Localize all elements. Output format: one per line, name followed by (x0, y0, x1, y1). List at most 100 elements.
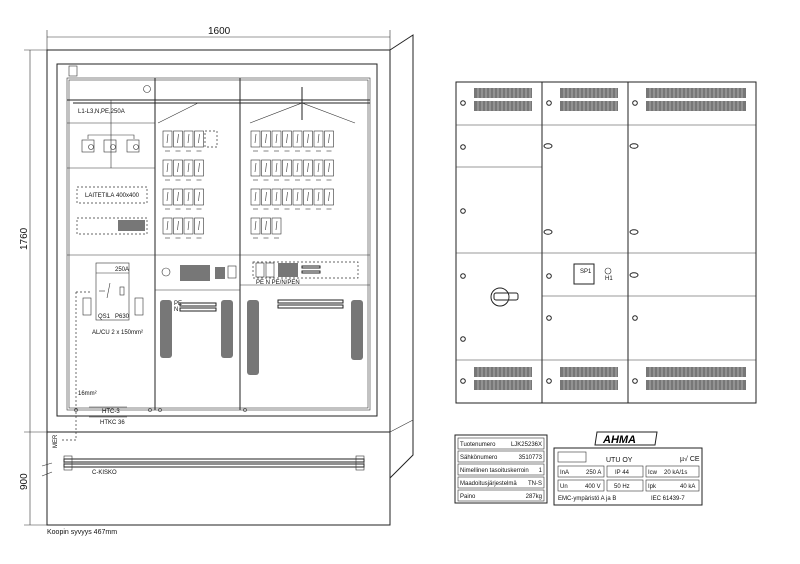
cabinet-door-view: SP1 H1 (455, 81, 757, 404)
mcb-breaker (261, 130, 271, 148)
spec-key: Nimellinen tasoituskerroin (460, 468, 529, 474)
spec-row: Tuotenumero LJK25236X (457, 437, 545, 450)
htc-label: HTC-3 (102, 409, 120, 415)
mcb-breaker (194, 159, 204, 177)
cabinet-front-view: L1-L3,N,PE,250A LAITETILA 400x400 250A Q… (41, 34, 414, 526)
lock-screw-icon (632, 315, 638, 321)
busbar-label: L1-L3,N,PE,250A (78, 109, 125, 115)
mcb-breaker (303, 130, 313, 148)
mcb-breaker (173, 130, 183, 148)
spec-row: Paino 287kg (457, 489, 545, 502)
mcb-breaker (173, 188, 183, 206)
vent-grill (560, 380, 618, 390)
spec-key: Paino (460, 494, 476, 500)
mcb-breaker (282, 188, 292, 206)
mcb-breaker (324, 130, 334, 148)
terminal-strip (180, 265, 210, 281)
meter-display (573, 263, 595, 285)
lock-screw-icon (546, 273, 552, 279)
cable-label: AL/CU 2 x 150mm² (92, 330, 143, 336)
vent-grill (646, 101, 746, 111)
spec-value: 287kg (526, 494, 542, 500)
ipk-key: Ipk (648, 484, 657, 490)
door-hinge-lock-icon (543, 143, 553, 149)
mcb-breaker (162, 130, 173, 148)
un-key: Un (560, 484, 568, 490)
un-value: 400 V (585, 484, 601, 490)
mcb-breaker (292, 188, 303, 206)
screw-icon (143, 85, 151, 93)
spec-table: Tuotenumero LJK25236X Sähkönumero 3510773Ni… (454, 434, 548, 504)
lock-screw-icon (460, 100, 466, 106)
lock-screw-icon (460, 144, 466, 150)
mcb-breaker (313, 188, 324, 206)
nameplate: AHMA UTU OY µ√ CE InA 250 A IP 44 Icw 20… (553, 431, 703, 506)
spec-key: Tuotenumero (460, 442, 496, 448)
rail-label-n: N (174, 307, 178, 313)
brand-logo: AHMA (602, 434, 636, 446)
mcb-breaker (250, 130, 261, 148)
n-terminal-rail (160, 300, 172, 358)
spec-value: 3510773 (519, 455, 543, 461)
standard: IEC 61439-7 (651, 496, 685, 502)
icw-value: 20 kA/1s (664, 470, 687, 476)
mcb-breaker (292, 159, 303, 177)
device-space-label: LAITETILA (85, 193, 114, 199)
ventilation-grills (474, 88, 746, 390)
mcb-breaker (261, 159, 271, 177)
dimension-width-label: 1600 (208, 26, 231, 37)
main-switch-handle-icon[interactable] (490, 287, 519, 307)
mcb-breaker (162, 188, 173, 206)
lock-screw-icon (460, 273, 466, 279)
vent-grill (646, 88, 746, 98)
lock-screw-icon (546, 315, 552, 321)
vent-grill (646, 367, 746, 377)
mcb-breaker (324, 159, 334, 177)
mcb-breaker (271, 159, 282, 177)
lock-screw-icon (632, 378, 638, 384)
main-switch (95, 262, 130, 321)
ip-rating: IP 44 (615, 470, 630, 476)
spec-key: Sähkönumero (460, 455, 498, 461)
mcb-breaker (194, 188, 204, 206)
door-hinge-lock-icon (629, 229, 639, 235)
mcb-breaker (173, 159, 183, 177)
mcb-breaker (194, 130, 204, 148)
vent-grill (474, 88, 532, 98)
door-hinge-lock-icon (629, 272, 639, 278)
mcb-breaker (183, 159, 194, 177)
mcb-breaker (324, 188, 334, 206)
spec-value: LJK25236X (511, 442, 542, 448)
switch-label-qs1: QS1 (98, 314, 111, 320)
switch-label-p630: P630 (115, 314, 130, 320)
vent-grill (646, 380, 746, 390)
meter-label: SP1 (580, 269, 592, 275)
icw-key: Icw (648, 470, 658, 476)
main-switch-rating: 250A (115, 267, 129, 273)
spec-row: Sähkönumero 3510773 (457, 450, 545, 463)
c-rail-label: C-KISKO (92, 470, 117, 476)
lock-screw-icon (460, 336, 466, 342)
fuse-bases (81, 134, 140, 153)
depth-note: Koopin syvyys 467mm (47, 529, 117, 536)
lock-screw-icon (546, 100, 552, 106)
spec-value: TN-S (528, 481, 542, 487)
mcb-breaker (162, 159, 173, 177)
emc-environment: EMC-ympäristö A ja B (558, 496, 616, 502)
vent-grill (560, 88, 618, 98)
lock-screw-icon (632, 100, 638, 106)
mcb-breaker (183, 130, 194, 148)
mcb-breaker (313, 130, 324, 148)
pe-terminal-rail (221, 300, 233, 358)
mcb-breaker (183, 188, 194, 206)
mcb-breaker (250, 217, 261, 235)
mcb-breaker (162, 217, 173, 235)
mcb-breaker (250, 188, 261, 206)
terminal-block (118, 220, 145, 231)
vent-grill (560, 101, 618, 111)
vent-grill (474, 380, 532, 390)
vent-grill (474, 367, 532, 377)
certification-marks: µ√ CE (680, 455, 700, 463)
